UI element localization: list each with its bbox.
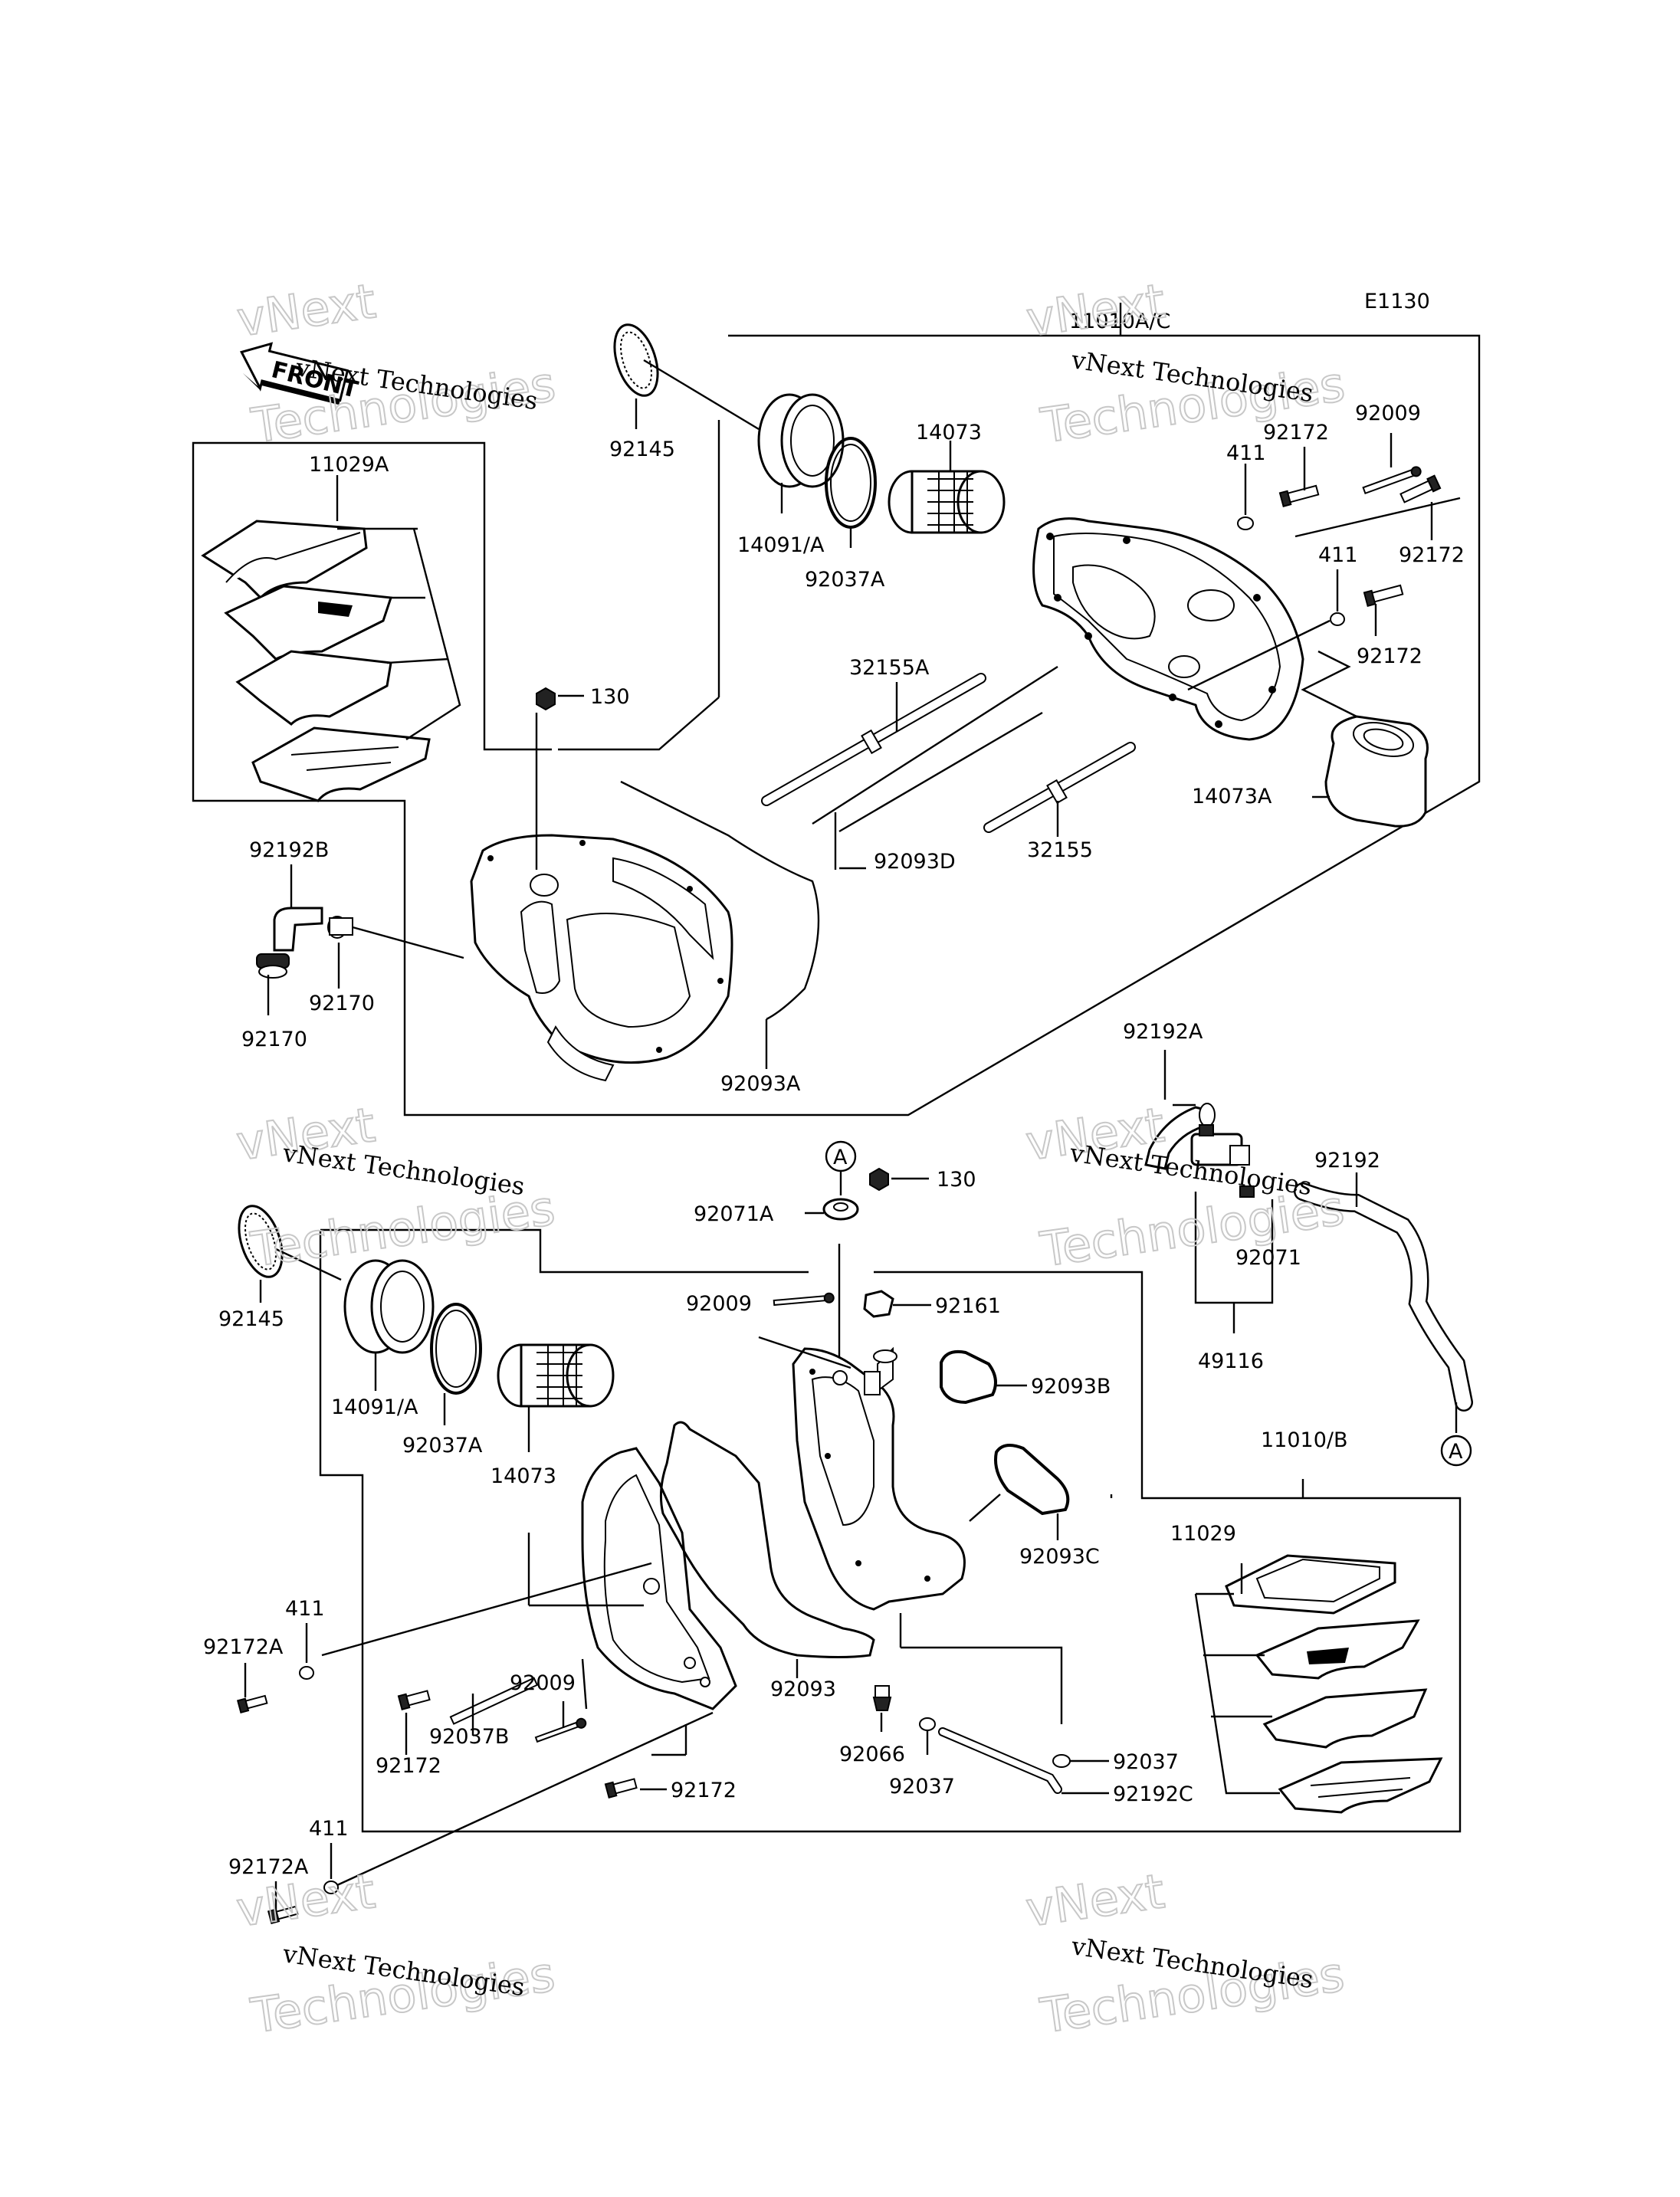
band-clamp-top [825, 437, 877, 548]
watermark-text: vNext [234, 273, 379, 347]
label-14073-top: 14073 [916, 421, 982, 444]
ref-a-mid-label: A [833, 1146, 848, 1169]
filter-element-top [888, 441, 1006, 534]
upper-assembly-frame [192, 303, 1481, 1117]
label-11029: 11029 [1170, 1522, 1236, 1546]
label-92071: 92071 [1235, 1246, 1301, 1270]
watermark-bottom-right: vNext Technologies [1022, 1862, 1348, 2045]
duct-boot-14073A [1301, 650, 1429, 828]
gasket-92093 [659, 1421, 875, 1678]
label-92192c: 92192C [1113, 1782, 1193, 1806]
label-130-mid: 130 [937, 1168, 976, 1192]
filter-stack-11029A [201, 475, 461, 802]
label-92172a-2: 92172A [228, 1855, 309, 1879]
airbox-cover-lower [321, 1447, 737, 1887]
ref-circle-a-mid: A [825, 1140, 857, 1195]
hose-92192B [256, 864, 464, 1015]
fitting-92066 [872, 1685, 892, 1711]
watermark-text: vNext Technologies [1068, 1138, 1314, 1201]
label-411-t1: 411 [1226, 441, 1266, 465]
label-92093b: 92093B [1031, 1375, 1111, 1399]
label-92172-t3: 92172 [1357, 644, 1422, 668]
diagram-code: E1130 [1364, 290, 1430, 313]
label-11029a: 11029A [309, 453, 389, 477]
airbox-cover-upper [1032, 517, 1304, 741]
label-92066: 92066 [839, 1743, 905, 1766]
label-92037-b: 92037 [1113, 1750, 1179, 1774]
band-clamp-bottom [430, 1303, 482, 1425]
screw-92009-mid [758, 1292, 851, 1369]
label-92172-b2: 92172 [671, 1779, 737, 1802]
label-92093c: 92093C [1019, 1545, 1100, 1569]
inlet-boot-bottom [343, 1259, 435, 1391]
label-130-top: 130 [590, 685, 630, 709]
filter-element-bottom [497, 1343, 615, 1452]
spring-clamp-bottom [238, 1205, 342, 1303]
label-411-b2: 411 [309, 1817, 349, 1841]
airbox-body-upper [470, 780, 820, 1082]
label-32155: 32155 [1027, 838, 1093, 862]
gasket-92093C [969, 1444, 1070, 1540]
label-92172-b1: 92172 [376, 1754, 441, 1778]
label-92037a-bot: 92037A [402, 1434, 483, 1458]
label-92009-mid: 92009 [686, 1292, 752, 1316]
label-92172-t2: 92172 [1399, 543, 1465, 567]
label-92009-top: 92009 [1355, 402, 1421, 425]
label-14091a-top: 14091/A [737, 533, 825, 557]
ref-a-right-label: A [1449, 1440, 1463, 1464]
label-32155a: 32155A [849, 656, 930, 680]
lower-fasteners [236, 1623, 1109, 1925]
label-92172-t1: 92172 [1263, 421, 1329, 444]
label-92009-bot: 92009 [510, 1671, 576, 1695]
gasket-92093B [940, 1349, 1027, 1405]
label-92170-b: 92170 [241, 1028, 307, 1051]
watermark-text: vNext [1022, 1863, 1168, 1937]
label-92192: 92192 [1314, 1149, 1380, 1172]
label-92093: 92093 [770, 1677, 836, 1701]
label-92093a: 92093A [720, 1072, 801, 1096]
label-14091a-bot: 14091/A [331, 1395, 418, 1419]
label-411-b1: 411 [285, 1597, 325, 1621]
label-92093d: 92093D [874, 850, 956, 874]
nut-130-mid [869, 1167, 929, 1192]
label-49116: 49116 [1198, 1349, 1264, 1373]
airbox-body-lower [792, 1346, 1063, 1724]
watermark-top-left: vNext Technologies [233, 272, 559, 454]
cap-92161 [863, 1290, 931, 1318]
label-92192b: 92192B [249, 838, 329, 862]
label-14073a: 14073A [1192, 785, 1272, 808]
label-11010ac: 11010A/C [1069, 310, 1170, 333]
label-14073-bot: 14073 [491, 1464, 556, 1488]
upper-fasteners [1187, 433, 1461, 691]
label-92145-top: 92145 [609, 438, 675, 461]
label-92192a: 92192A [1123, 1020, 1203, 1044]
label-92037b: 92037B [429, 1725, 509, 1749]
grommet-92071A [805, 1198, 859, 1221]
part-labels: 11010A/C 92145 14073 92172 92009 411 140… [203, 310, 1465, 1879]
filter-stack-11029 [1194, 1479, 1443, 1814]
hose-92192A-assembly [1144, 1050, 1473, 1433]
nut-130-upper [535, 687, 584, 870]
ref-circle-a-right: A [1440, 1435, 1472, 1467]
label-92161: 92161 [935, 1294, 1001, 1318]
label-92037-a: 92037 [889, 1775, 955, 1799]
label-92145-bot: 92145 [218, 1307, 284, 1331]
label-92170-a: 92170 [309, 992, 375, 1015]
spring-clamp-top [613, 323, 760, 431]
watermark-text: vNext Technologies [281, 1138, 527, 1201]
label-411-t2: 411 [1318, 543, 1358, 567]
label-11010b: 11010/B [1261, 1428, 1348, 1452]
drain-tubes-upper [761, 665, 1136, 870]
label-92172a-1: 92172A [203, 1635, 284, 1659]
label-92037a-top: 92037A [805, 568, 885, 592]
label-92071a: 92071A [694, 1202, 774, 1226]
front-arrow-icon: FRONT [239, 342, 361, 405]
